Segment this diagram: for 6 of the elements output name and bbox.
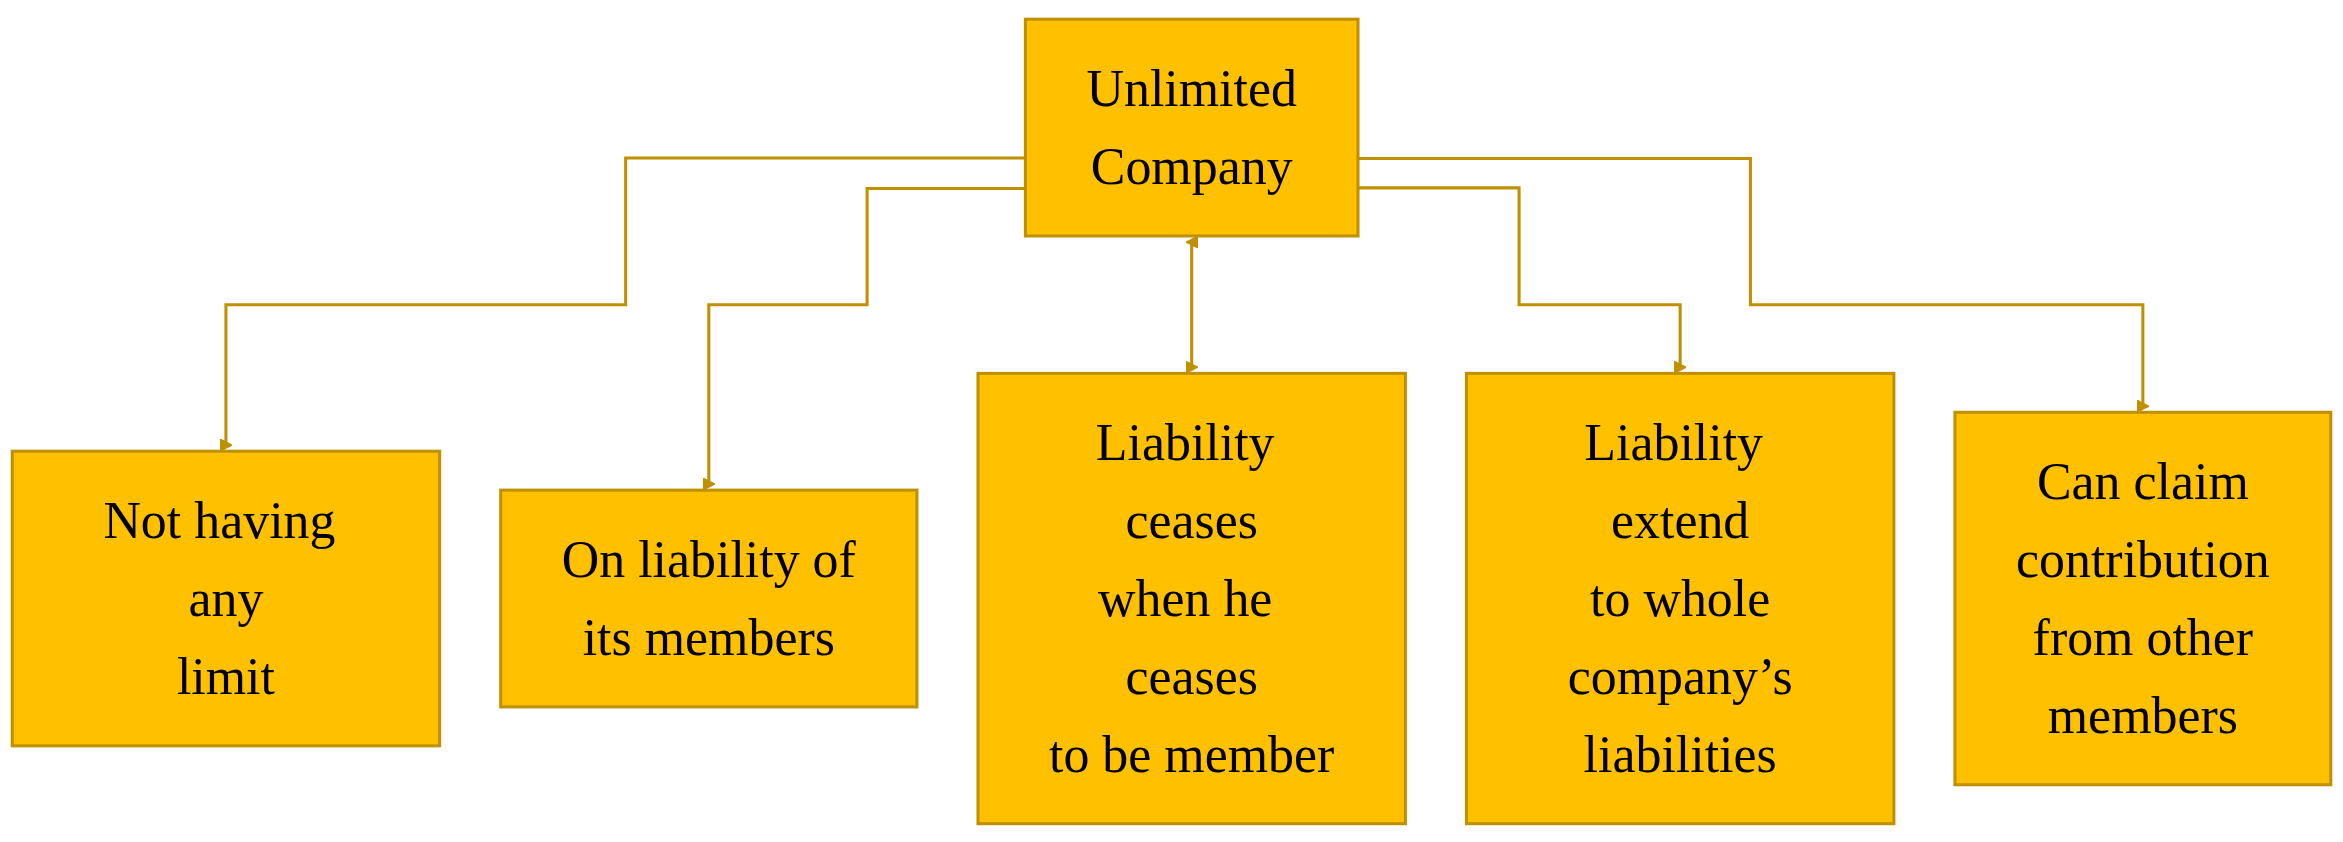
node-box: Can claim contribution from other members (1953, 410, 2333, 786)
node-box: Liability extend to whole company’s liabilities (1464, 371, 1896, 825)
node-box: On liability of its members (499, 488, 919, 708)
node-box: Not having any limit (10, 449, 442, 747)
node-box: Liability ceases when he ceases to be member (976, 371, 1407, 825)
node-box: Unlimited Company (1023, 17, 1360, 238)
